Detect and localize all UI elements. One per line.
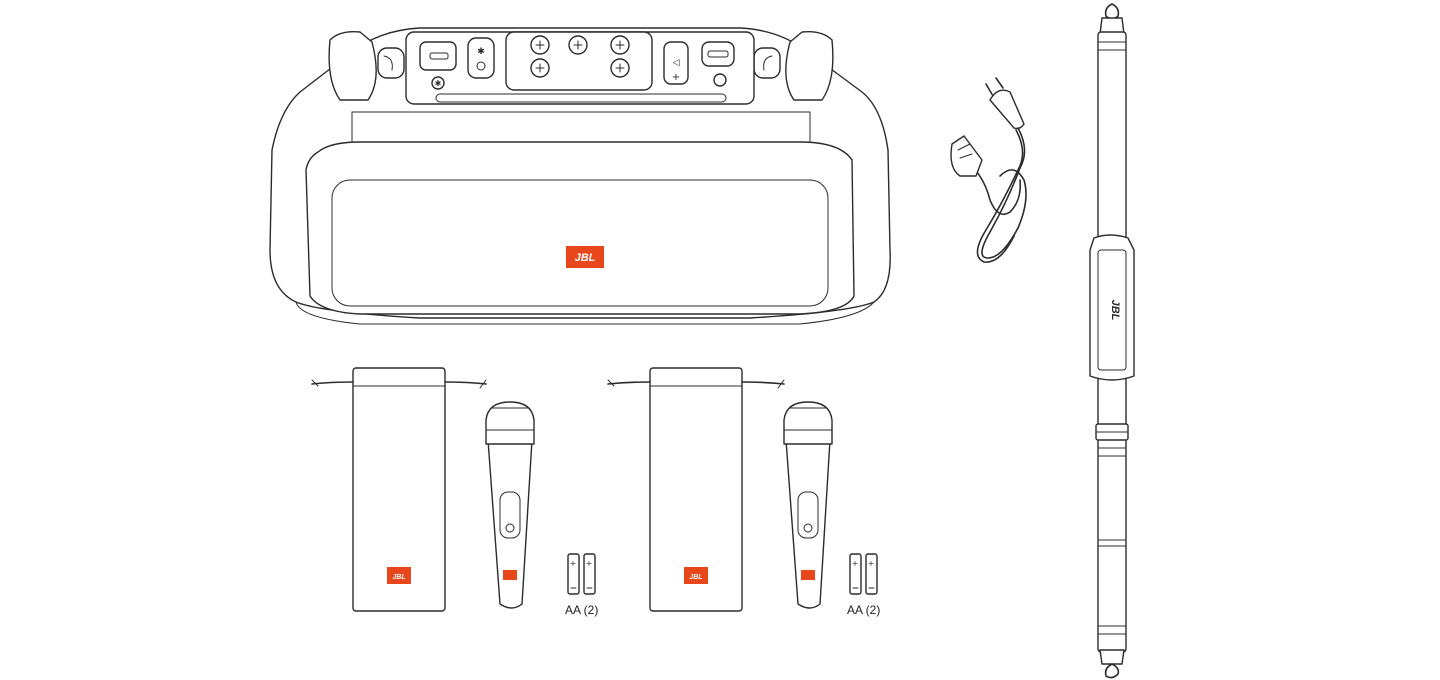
control-knobs	[530, 35, 630, 78]
svg-text:+: +	[868, 559, 875, 568]
battery-label-right: AA (2)	[847, 603, 881, 617]
svg-text:+: +	[586, 559, 593, 568]
svg-text:JBL: JBL	[1109, 300, 1121, 321]
wireless-microphone-right	[783, 401, 833, 609]
svg-text:+: +	[570, 559, 577, 568]
wireless-microphone-left	[485, 401, 535, 609]
svg-text:JBL: JBL	[689, 574, 702, 581]
svg-text:+: +	[852, 559, 859, 568]
speaker-jbl-logo: JBL	[566, 246, 604, 268]
aa-batteries-right: + +	[849, 553, 878, 595]
svg-text:JBL: JBL	[575, 252, 596, 264]
svg-text:✱: ✱	[435, 79, 442, 88]
shoulder-strap-illustration: JBL	[1089, 3, 1135, 679]
speaker-illustration: ✱ ✱ ◁ + JBL	[269, 27, 891, 325]
svg-text:+: +	[672, 72, 680, 83]
svg-text:JBL: JBL	[392, 574, 405, 581]
svg-text:◁: ◁	[673, 58, 680, 68]
power-cord-illustration	[950, 77, 1027, 263]
battery-label-left: AA (2)	[565, 603, 599, 617]
mic-pouch-right: JBL	[607, 367, 785, 612]
aa-batteries-left: + +	[567, 553, 596, 595]
mic-pouch-left: JBL	[311, 367, 487, 612]
svg-text:✱: ✱	[477, 47, 485, 57]
